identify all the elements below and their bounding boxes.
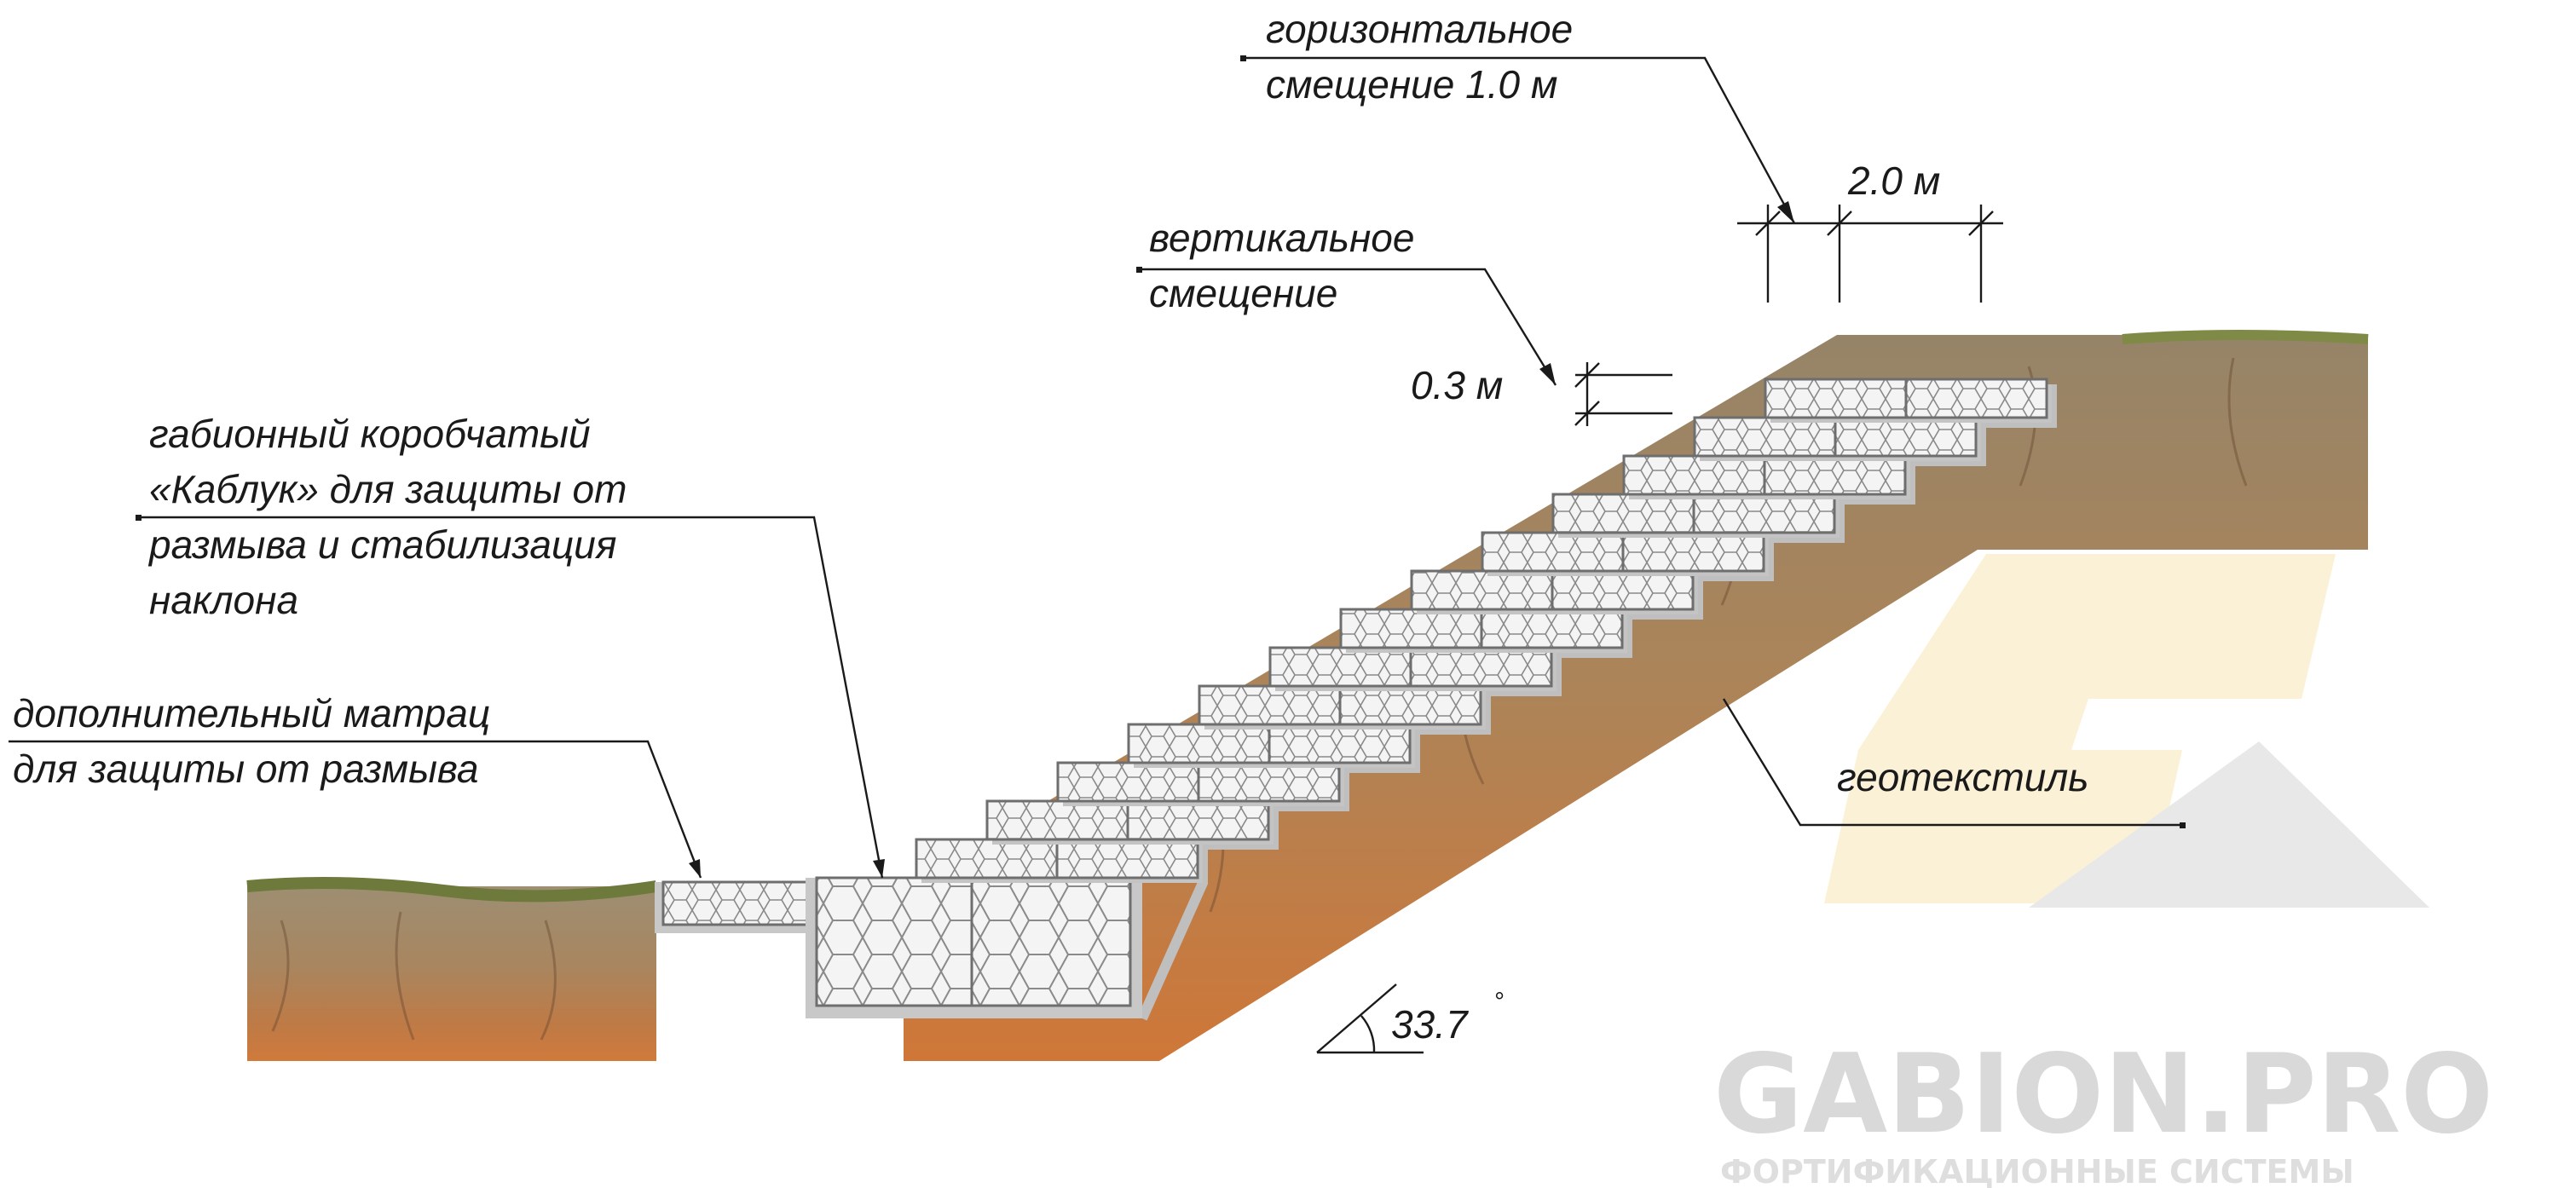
logo-mountain-shape — [2029, 741, 2429, 908]
gabion-box — [1904, 378, 2048, 419]
gabion-box — [1198, 684, 1342, 726]
gabion-box — [1126, 799, 1270, 841]
leader-lines — [9, 56, 2182, 1054]
watermark-brand: GABION.PRO — [1713, 1031, 2493, 1158]
logo-g-shape — [1824, 554, 2336, 903]
gabion-box — [1127, 723, 1271, 764]
watermark-tagline: ФОРТИФИКАЦИОННЫЕ СИСТЕМЫ — [1720, 1153, 2354, 1188]
gabion-box — [1551, 569, 1695, 611]
gabion-tiers — [915, 378, 2052, 883]
width-dimension-label: 2.0 м — [1847, 159, 1940, 203]
grass-right — [2122, 330, 2369, 344]
grass-left — [246, 877, 658, 903]
gabion-box — [1622, 454, 1766, 496]
gabion-box — [1338, 684, 1482, 726]
geotextile-label: геотекстиль — [1837, 755, 2088, 799]
base-gabions — [655, 876, 1142, 1018]
gabion-label-4: наклона — [149, 578, 298, 622]
gabion-box — [1621, 531, 1765, 573]
gabion-box — [1693, 416, 1837, 458]
soil-slope — [904, 335, 2368, 1061]
vertical-offset-label-1: вертикальное — [1149, 216, 1414, 260]
gabion-label-3: размыва и стабилизация — [147, 522, 616, 567]
gabion-box — [915, 838, 1059, 879]
leader-arrows — [136, 55, 2186, 878]
gabion-box — [1410, 569, 1554, 611]
leader-gabion-heel — [138, 516, 884, 879]
gabion-box — [1834, 416, 1978, 458]
gabion-box — [1409, 646, 1553, 688]
gabion-label-1: габионный коробчатый — [149, 412, 591, 456]
mattress-label-1: дополнительный матрац — [13, 691, 490, 735]
soil-ground — [246, 330, 2369, 1061]
gabion-box — [1551, 493, 1695, 534]
heel-gabion-left — [815, 876, 973, 1007]
angle-arc — [1360, 1015, 1376, 1053]
leader-mattress — [9, 740, 702, 879]
gabion-box — [1339, 608, 1483, 649]
mattress-gabion — [661, 880, 818, 926]
heel-gabion-right — [970, 876, 1132, 1007]
soil-left-bank — [247, 886, 656, 1061]
height-dimension-label: 0.3 м — [1411, 363, 1503, 407]
gabion-box — [985, 799, 1129, 841]
gabion-box — [1692, 493, 1836, 534]
gabion-box — [1481, 531, 1625, 573]
mattress-label-2: для защиты от размыва — [13, 747, 479, 791]
gabion-box — [1268, 646, 1412, 688]
gabion-box — [1480, 608, 1624, 649]
vertical-offset-label-2: смещение — [1149, 271, 1337, 315]
leader-horizontal-offset — [1243, 56, 1796, 224]
leader-vertical-offset — [1139, 268, 1557, 386]
angle-unit: ° — [1493, 988, 1504, 1016]
gabion-label-2: «Каблук» для защиты от — [149, 467, 627, 511]
gabion-box — [1268, 723, 1412, 764]
horizontal-offset-label-2: смещение 1.0 м — [1266, 62, 1557, 107]
gabion-box — [1763, 454, 1907, 496]
gabion-box — [1056, 761, 1200, 803]
gabion-box — [1764, 378, 1908, 419]
horizontal-offset-label-1: горизонтальное — [1266, 7, 1573, 51]
gabion-box — [1055, 838, 1199, 879]
angle-slope-line — [1316, 983, 1397, 1053]
angle-label: 33.7 — [1391, 1002, 1469, 1047]
gabion-box — [1197, 761, 1341, 803]
watermark-logo — [1824, 554, 2429, 908]
labels: горизонтальное смещение 1.0 м 2.0 м верт… — [13, 7, 2088, 1047]
leader-geotextile — [1722, 698, 2182, 827]
